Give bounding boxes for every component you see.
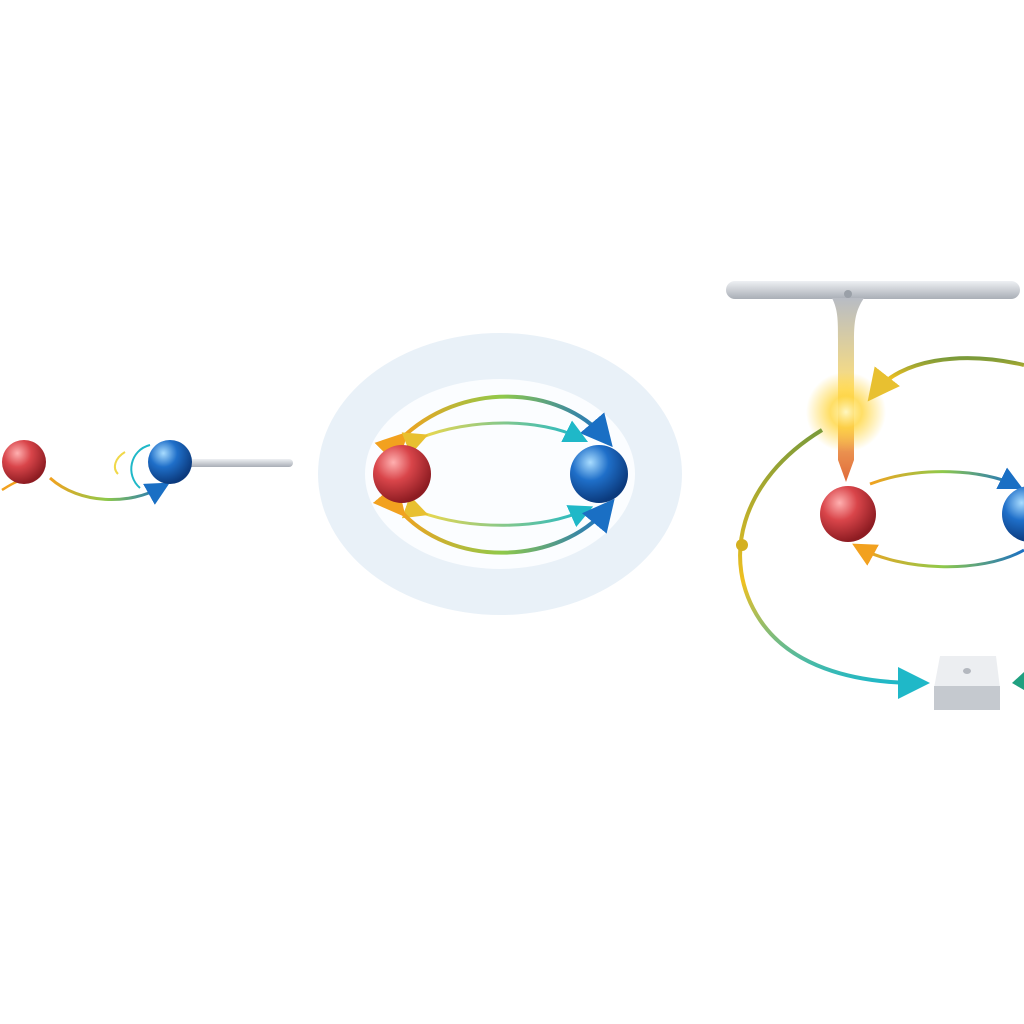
curved-arrow-icon	[113, 451, 126, 475]
screw-icon	[844, 290, 852, 298]
curved-arrow-icon	[867, 356, 1024, 402]
curved-arrow-icon	[48, 476, 170, 505]
arrowhead-icon	[1012, 672, 1024, 690]
curved-arrow-icon	[738, 428, 930, 699]
curved-arrow-icon	[852, 543, 1024, 569]
left-group	[1, 440, 293, 505]
t-bar-icon	[726, 281, 1020, 299]
red-sphere-icon	[820, 486, 876, 542]
spark-glow-icon	[806, 372, 886, 452]
curved-arrow-icon	[869, 467, 1024, 490]
metal-rod-icon	[185, 459, 293, 467]
blue-sphere-icon	[1002, 486, 1024, 542]
blue-sphere-icon	[570, 445, 628, 503]
red-sphere-icon	[2, 440, 46, 484]
right-group	[726, 281, 1024, 710]
metal-block-icon	[934, 656, 1000, 710]
red-sphere-icon	[373, 445, 431, 503]
curved-arrow-icon	[374, 394, 613, 466]
blue-sphere-icon	[148, 440, 192, 484]
center-group	[318, 333, 682, 615]
curved-arrow-icon	[130, 444, 151, 489]
node-dot	[736, 539, 748, 551]
curved-arrow-icon	[372, 482, 615, 555]
curved-arrow-icon	[401, 420, 589, 455]
